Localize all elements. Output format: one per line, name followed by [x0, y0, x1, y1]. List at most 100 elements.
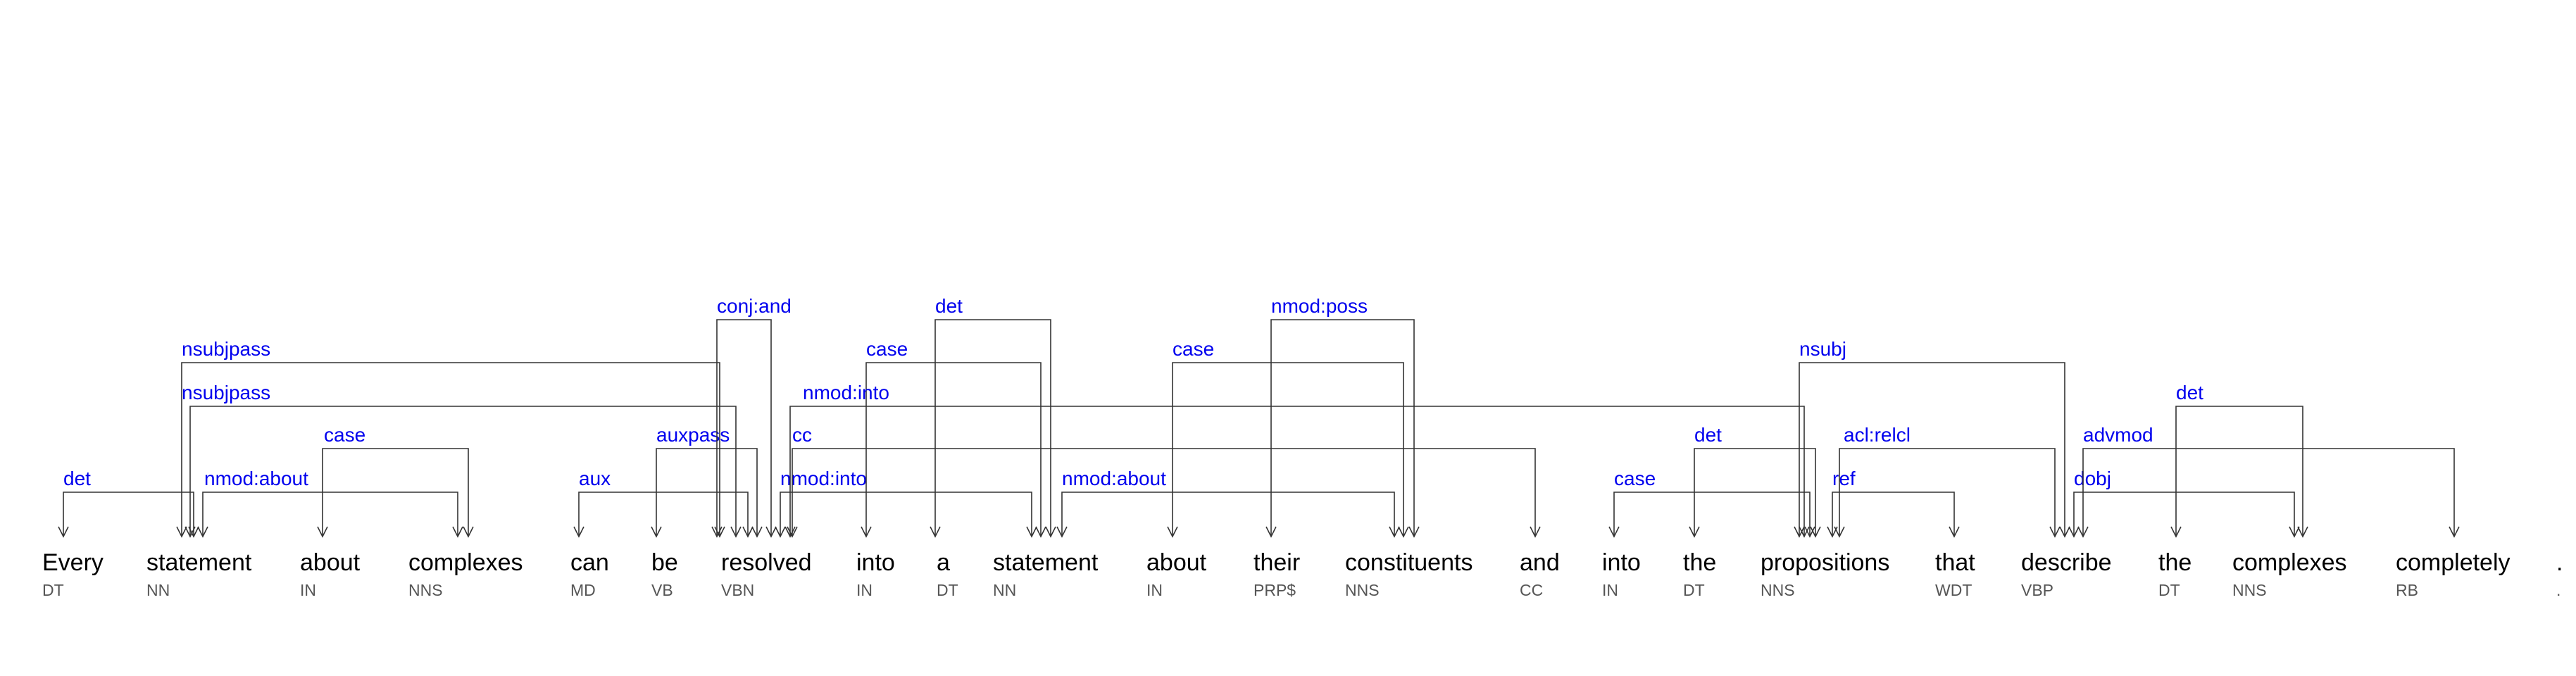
dependency-arc: nmod:about: [1056, 468, 1400, 538]
arrowhead: [1608, 526, 1620, 538]
dependency-arc: conj:and: [711, 295, 792, 538]
arrowhead: [775, 526, 786, 538]
arc-label: conj:and: [717, 295, 792, 317]
token-pos-tag: RB: [2396, 581, 2418, 599]
arc-line: [63, 492, 194, 537]
arc-line: [1832, 492, 1955, 537]
dependency-arc: auxpass: [651, 424, 763, 538]
token-word: about: [1146, 549, 1207, 576]
dependency-arc: nsubjpass: [176, 338, 725, 538]
arc-label: nmod:into: [803, 382, 889, 403]
token-pos-tag: IN: [856, 581, 873, 599]
token-pos-tag: .: [2556, 581, 2561, 599]
arrowhead: [1799, 526, 1810, 538]
dependency-arc: advmod: [2077, 424, 2460, 538]
arc-line: [2175, 406, 2303, 537]
arrowhead: [317, 526, 328, 538]
arrowhead: [1949, 526, 1960, 538]
tokens-layer: EveryDTstatementNNaboutINcomplexesNNScan…: [42, 549, 2563, 599]
arc-label: det: [63, 468, 91, 489]
token-word: Every: [42, 549, 104, 576]
arrowhead: [1167, 526, 1178, 538]
arc-label: aux: [579, 468, 611, 489]
token-word: complexes: [408, 549, 523, 576]
arrowhead: [2068, 526, 2080, 538]
arrowhead: [2170, 526, 2182, 538]
arc-line: [780, 492, 1032, 537]
token-word: into: [856, 549, 895, 576]
arc-label: advmod: [2083, 424, 2153, 446]
token-pos-tag: WDT: [1935, 581, 1972, 599]
dependency-arc: nsubj: [1794, 338, 2070, 538]
arrowhead: [2059, 526, 2070, 538]
arc-label: det: [935, 295, 963, 317]
token-word: propositions: [1761, 549, 1889, 576]
arc-line: [865, 362, 1042, 537]
arc-label: case: [324, 424, 365, 446]
token-pos-tag: IN: [1146, 581, 1163, 599]
token-pos-tag: IN: [300, 581, 316, 599]
arrowhead: [1810, 526, 1821, 538]
arrowhead: [185, 526, 196, 538]
arc-label: nsubj: [1799, 338, 1846, 360]
arrowhead: [1689, 526, 1700, 538]
arrowhead: [1804, 526, 1815, 538]
token-word: constituents: [1345, 549, 1473, 576]
arc-line: [1061, 492, 1395, 537]
dependency-arc: acl:relcl: [1834, 424, 2061, 538]
arrowhead: [1530, 526, 1541, 538]
token-word: resolved: [721, 549, 812, 576]
arc-line: [934, 319, 1051, 537]
arrowhead: [930, 526, 941, 538]
token-pos-tag: NNS: [408, 581, 443, 599]
token-word: completely: [2396, 549, 2511, 576]
arrowhead: [1026, 526, 1037, 538]
arrowhead: [58, 526, 69, 538]
token-pos-tag: NNS: [1761, 581, 1795, 599]
arrowhead: [1408, 526, 1420, 538]
token-word: describe: [2021, 549, 2112, 576]
arc-label: acl:relcl: [1844, 424, 1911, 446]
token-word: statement: [993, 549, 1099, 576]
arrowhead: [2449, 526, 2460, 538]
arc-label: det: [1694, 424, 1722, 446]
token-word: about: [300, 549, 361, 576]
dependency-arc: nmod:into: [784, 382, 1810, 538]
token: aDT: [937, 549, 958, 599]
arrowhead: [176, 526, 187, 538]
dependency-arc: case: [317, 424, 474, 538]
token-word: the: [1683, 549, 1716, 576]
token-word: the: [2158, 549, 2192, 576]
arc-line: [2082, 448, 2455, 537]
arc-label: cc: [792, 424, 812, 446]
arrowhead: [452, 526, 463, 538]
arc-line: [322, 448, 469, 537]
arc-label: det: [2176, 382, 2203, 403]
dependency-arc: nmod:poss: [1265, 295, 1420, 538]
token-word: into: [1602, 549, 1641, 576]
arrowhead: [2077, 526, 2089, 538]
token-pos-tag: DT: [1683, 581, 1705, 599]
arrowhead: [861, 526, 872, 538]
dependency-arc: det: [58, 468, 199, 538]
dependency-arc: nsubjpass: [182, 382, 742, 538]
arrowhead: [197, 526, 208, 538]
dependency-arc: det: [2170, 382, 2308, 538]
token-pos-tag: VB: [651, 581, 673, 599]
arrowhead: [1265, 526, 1277, 538]
arrowhead: [742, 526, 754, 538]
dependency-arc: case: [1608, 468, 1815, 538]
token-pos-tag: DT: [937, 581, 958, 599]
